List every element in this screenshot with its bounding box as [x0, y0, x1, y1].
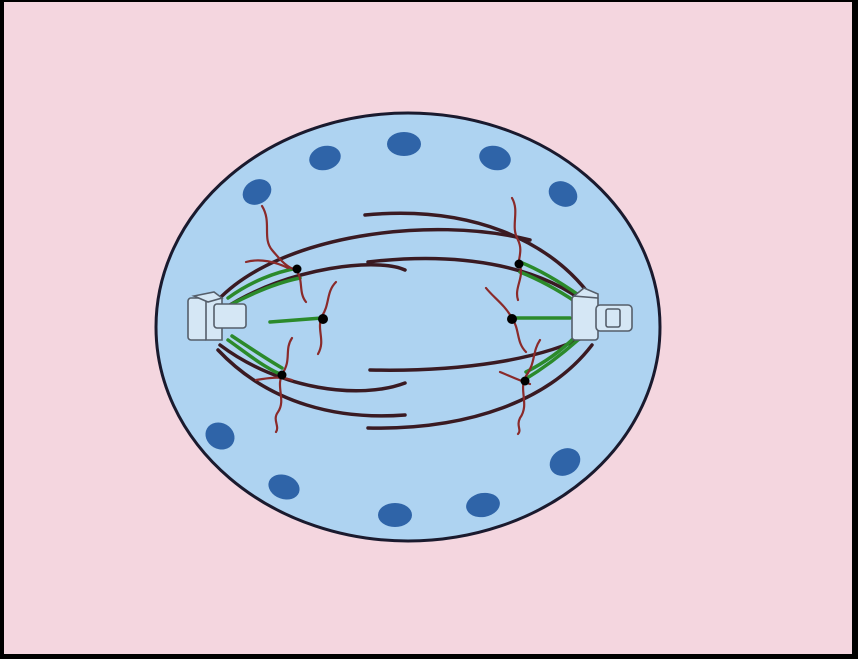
- vesicle: [387, 132, 421, 156]
- centriole: [188, 298, 208, 340]
- kinetochore: [515, 260, 524, 269]
- kinetochore: [521, 377, 530, 386]
- centriole: [572, 296, 598, 340]
- kinetochore: [318, 314, 328, 324]
- vesicle: [378, 503, 412, 527]
- diagram-panel: [4, 2, 852, 654]
- centriole: [606, 309, 620, 327]
- kinetochore: [293, 265, 302, 274]
- mitosis-spindle-diagram: [4, 2, 852, 654]
- kinetochore: [507, 314, 517, 324]
- kinetochore: [278, 371, 287, 380]
- centriole: [214, 304, 246, 328]
